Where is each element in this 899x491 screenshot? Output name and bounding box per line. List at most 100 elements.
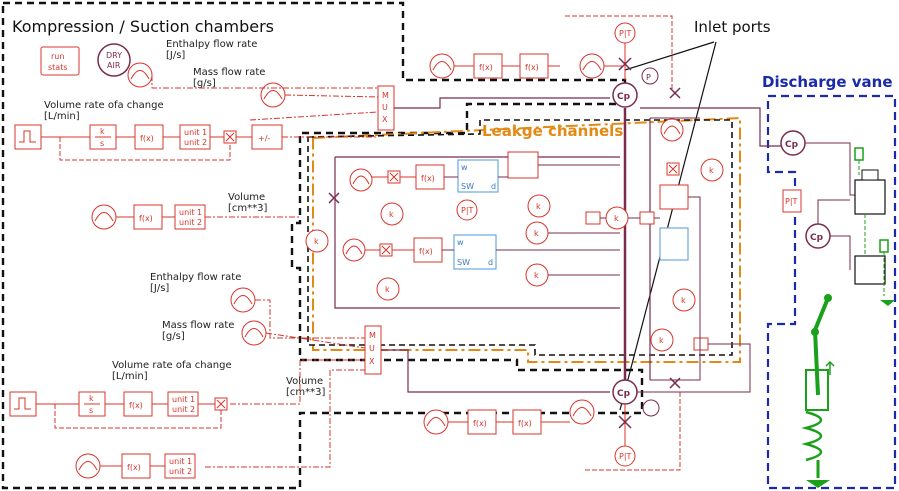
switch-block-1[interactable] [457, 159, 499, 193]
leak-source-k3[interactable] [376, 277, 400, 301]
vane-body[interactable] [805, 369, 829, 411]
step-source-top[interactable] [14, 124, 42, 150]
pressure-gauge-bottom[interactable] [642, 399, 660, 417]
int-bot-k: k [89, 394, 94, 403]
valve-body-top[interactable] [854, 179, 886, 215]
signal-source-1[interactable] [127, 62, 153, 88]
step-source-bottom[interactable] [9, 391, 37, 417]
unit-block-vol[interactable] [174, 204, 206, 230]
enthalpy-bot-unit: [J/s] [150, 283, 169, 294]
dry-air-badge[interactable] [97, 43, 131, 77]
fx-bot-label: f(x) [129, 401, 143, 410]
unit1-label: unit 1 [184, 128, 207, 137]
leak-source-2[interactable] [342, 238, 366, 262]
pt-sensor-discharge[interactable] [782, 189, 802, 213]
leak-pt-1[interactable] [456, 199, 478, 221]
leak-const-1[interactable] [507, 151, 539, 179]
signal-source-6[interactable] [75, 453, 101, 479]
green-node-2[interactable] [879, 239, 889, 253]
inner-dashed-boundary [307, 119, 733, 356]
top-volume-rate-chain: k s f(x) unit 1 unit 2 +/- [14, 124, 378, 161]
signal-source-2[interactable] [260, 82, 286, 108]
signal-source-inlet-2[interactable] [579, 53, 605, 79]
leak-source-1[interactable] [349, 168, 373, 192]
orifice-1[interactable] [585, 211, 601, 225]
switch-block-2[interactable] [453, 234, 497, 270]
leak-source-k9[interactable] [650, 328, 674, 352]
bottom-sources [205, 287, 366, 468]
inlet-ports-label: Inlet ports [694, 18, 771, 36]
run-stats-text: run [51, 52, 64, 61]
leak-k6: k [614, 214, 619, 223]
signal-labels: Enthalpy flow rate [J/s] Mass flow rate … [44, 39, 326, 398]
leakage-internals: f(x) w SW d k P|T k f(x) w SW d k k k k [305, 107, 793, 393]
pt-discharge-label: P|T [785, 197, 798, 206]
run-stats-badge[interactable] [40, 46, 80, 76]
dry-air-text-2: AIR [107, 61, 121, 70]
unit2-vol: unit 2 [179, 218, 202, 227]
leak-source-k7[interactable] [700, 158, 724, 182]
enthalpy-top-label: Enthalpy flow rate [166, 39, 257, 50]
leak-source-3[interactable] [660, 118, 684, 142]
leak-source-k1[interactable] [380, 202, 404, 226]
leak-k1: k [389, 210, 394, 219]
unit-block-bot-vol[interactable] [164, 453, 196, 479]
bottom-volume-rate-chain: k s f(x) unit 1 unit 2 [9, 391, 228, 429]
run-stats-text-2: stats [48, 63, 68, 72]
leak-k3: k [385, 285, 390, 294]
enthalpy-bot-label: Enthalpy flow rate [150, 272, 241, 283]
volume-row-top: f(x) unit 1 unit 2 [91, 204, 300, 230]
switch-1-w: w [461, 163, 468, 172]
discharge-title: Discharge vane [762, 73, 893, 91]
integrator-k: k [100, 127, 105, 136]
leak-fx-3[interactable] [659, 184, 689, 210]
volrate-bot-label: Volume rate ofa change [112, 360, 232, 371]
switch-1-d: d [491, 182, 496, 191]
inlet-pointer-lines [619, 41, 717, 411]
cp-discharge-2-label: Cp [810, 233, 824, 243]
enthalpy-top-unit: [J/s] [166, 50, 185, 61]
connector-marks [328, 57, 681, 429]
ground-symbol [880, 300, 895, 306]
kompression-title: Kompression / Suction chambers [12, 17, 274, 36]
mux-bot-x: X [369, 357, 375, 366]
orifice-2[interactable] [639, 211, 655, 225]
fx-block-top[interactable] [134, 124, 164, 150]
switch-block-3[interactable] [659, 227, 689, 261]
pt-sensor-bot-label: P|T [619, 452, 632, 461]
leak-source-k8[interactable] [672, 288, 696, 312]
mass-top-label: Mass flow rate [193, 67, 265, 78]
signal-source-5[interactable] [241, 320, 267, 346]
signal-source-inlet-1[interactable] [429, 53, 455, 79]
leak-k8: k [681, 296, 686, 305]
leak-source-k10[interactable] [305, 229, 329, 253]
signal-source-inlet-4[interactable] [569, 399, 595, 425]
orifice-3[interactable] [693, 337, 709, 351]
switch-2-d: d [488, 258, 493, 267]
fx-inlet-3[interactable] [467, 409, 497, 435]
valve-body-bottom[interactable] [854, 255, 886, 285]
cp-chamber-top[interactable] [612, 82, 638, 108]
green-node-1[interactable] [854, 147, 864, 161]
volrate-top-label: Volume rate ofa change [44, 100, 164, 111]
sign-block-top[interactable] [251, 124, 283, 150]
sign-label: +/- [258, 134, 270, 143]
leak-source-k2[interactable] [527, 194, 551, 218]
signal-source-4[interactable] [230, 287, 256, 313]
cp-discharge-1-label: Cp [785, 140, 799, 150]
leakage-region-boundary [312, 116, 741, 363]
ground-symbol-2 [806, 480, 830, 488]
volume-mid-unit: [cm**3] [228, 203, 268, 214]
switch-2-w: w [457, 238, 464, 247]
mux-bot-u: U [369, 344, 375, 353]
signal-source-inlet-3[interactable] [423, 409, 449, 435]
pressure-gauge-top[interactable] [641, 67, 659, 85]
integrator-s: s [100, 139, 104, 148]
leak-fx-2-label: f(x) [419, 247, 433, 256]
signal-source-3[interactable] [91, 204, 117, 230]
volume-bot-label: Volume [286, 376, 323, 387]
unit-block-bottom[interactable] [167, 391, 199, 417]
fx-block-bot-vol[interactable] [121, 453, 151, 479]
fx-inlet-1-label: f(x) [479, 63, 493, 72]
